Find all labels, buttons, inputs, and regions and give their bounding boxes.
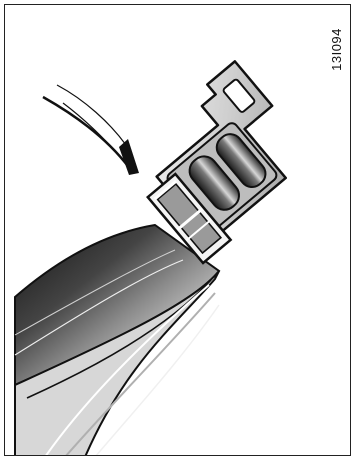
seat-belt-latch-illustration	[5, 5, 351, 456]
pointer-arrow	[43, 85, 139, 175]
belt-webbing	[15, 225, 219, 456]
figure-code-text: 13I094	[329, 28, 344, 71]
figure-frame: 13I094	[4, 4, 351, 456]
figure-code: 13I094	[328, 13, 344, 85]
